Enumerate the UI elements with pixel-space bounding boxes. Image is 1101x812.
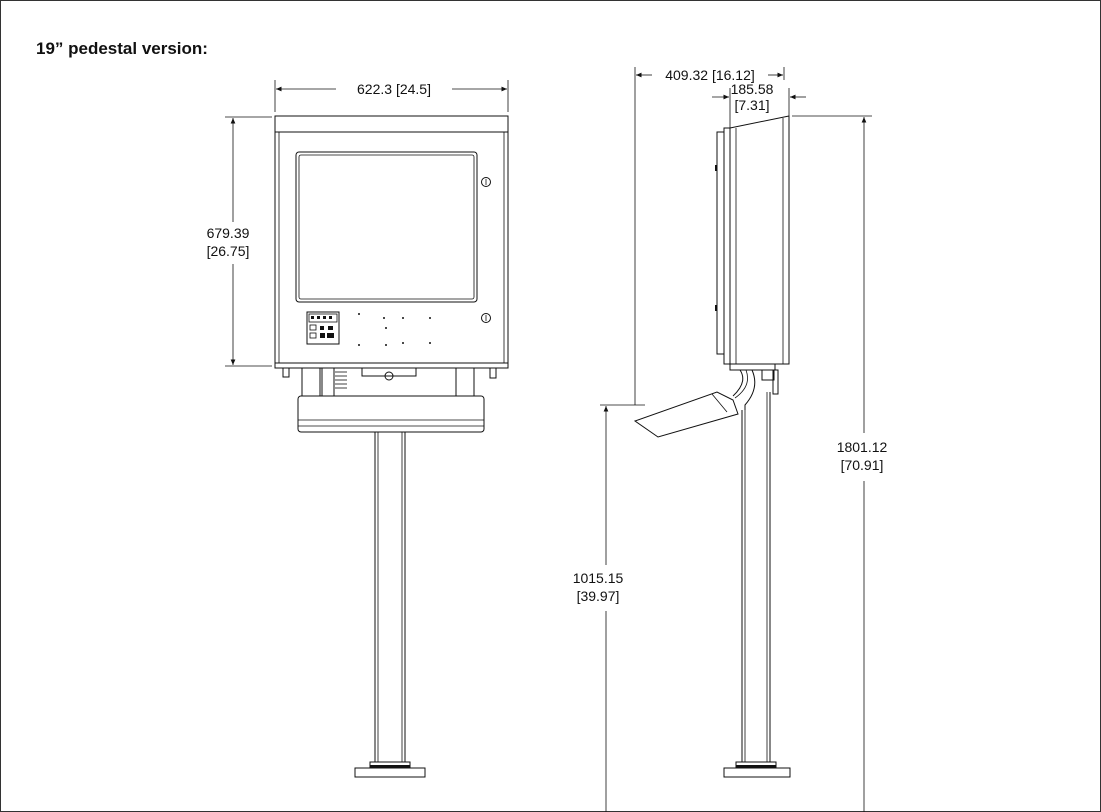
enclosure-top-lip (274, 115, 509, 133)
pedestal-shelf (297, 395, 485, 433)
shelf-height-in-label: [39.97] (577, 588, 620, 604)
mounting-screws (358, 313, 431, 346)
enclosure-side (729, 115, 790, 365)
front-view: 622.3 [24.5] 679.39 [26.75] (207, 80, 509, 778)
door-latch-top (481, 177, 491, 187)
monitor-screen (295, 151, 478, 303)
shelf-height-mm-label: 1015.15 (573, 570, 624, 586)
total-height-in-label: [70.91] (841, 457, 884, 473)
screen-bezel-side (716, 131, 725, 355)
front-height-in-label: [26.75] (207, 243, 250, 259)
drawing-title: 19” pedestal version: (36, 39, 208, 58)
total-height-mm-label: 1801.12 (837, 439, 888, 455)
front-width-label: 622.3 [24.5] (357, 81, 431, 97)
pedestal-base (354, 767, 426, 778)
door-latch-bottom (481, 313, 491, 323)
side-view: 409.32 [16.12] 185.58 [7.31] 1801.12 [70… (573, 67, 888, 812)
side-top-in-label: [7.31] (734, 97, 769, 113)
side-top-mm-label: 185.58 (731, 81, 774, 97)
side-pedestal-base (723, 767, 791, 778)
bottom-fittings (282, 367, 497, 397)
front-height-mm-label: 679.39 (207, 225, 250, 241)
keyboard-shelf-side (633, 391, 739, 438)
side-depth-label: 409.32 [16.12] (665, 67, 755, 83)
cable-arm (732, 369, 756, 410)
keypad (306, 311, 340, 345)
enclosure-base (274, 362, 509, 369)
